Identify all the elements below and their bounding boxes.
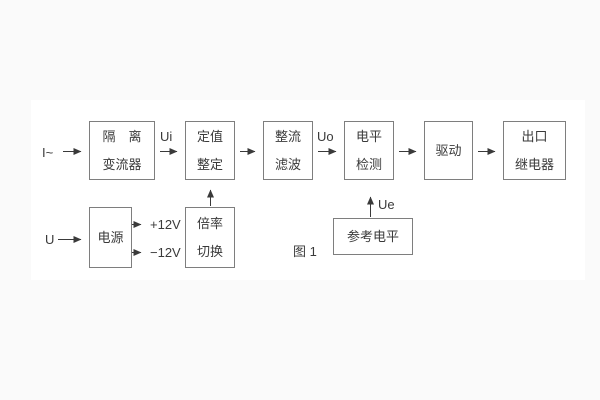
figure-caption: 图 1 [293, 244, 317, 259]
block-setpoint-setting: 定值 整定 [185, 121, 235, 180]
block-label-line: 检测 [355, 156, 382, 172]
block-reference-level: 参考电平 [333, 218, 413, 255]
label-input-voltage: U [45, 232, 55, 247]
block-label-line: 定值 [196, 128, 223, 144]
block-label-line: 整流 [274, 128, 301, 144]
block-label-line: 电平 [355, 128, 382, 144]
block-label-line: 变流器 [102, 156, 142, 172]
label-uo-signal: Uo [317, 129, 334, 144]
block-output-relay: 出口 继电器 [503, 121, 566, 180]
block-label-line: 出口 [521, 128, 548, 144]
block-label-line: 整定 [196, 156, 223, 172]
block-label-line: 电源 [97, 229, 124, 245]
label-minus-12v: −12V [150, 245, 181, 260]
block-level-detection: 电平 检测 [344, 121, 394, 180]
block-driver: 驱动 [424, 121, 473, 180]
label-ue-signal: Ue [378, 197, 395, 212]
block-label-line: 倍率 [196, 215, 223, 231]
block-multiplier-switch: 倍率 切换 [185, 207, 235, 268]
block-label-line: 参考电平 [346, 228, 399, 244]
label-plus-12v: +12V [150, 217, 181, 232]
block-rectifier-filter: 整流 滤波 [263, 121, 313, 180]
block-label-line: 隔 离 [102, 128, 142, 144]
block-isolation-transformer: 隔 离 变流器 [89, 121, 155, 180]
label-input-current: I~ [42, 145, 54, 160]
block-label-line: 驱动 [435, 142, 462, 158]
label-ui-signal: Ui [160, 129, 173, 144]
block-label-line: 切换 [196, 243, 223, 259]
block-label-line: 继电器 [514, 156, 554, 172]
block-label-line: 滤波 [274, 156, 301, 172]
block-power-supply: 电源 [89, 207, 132, 268]
